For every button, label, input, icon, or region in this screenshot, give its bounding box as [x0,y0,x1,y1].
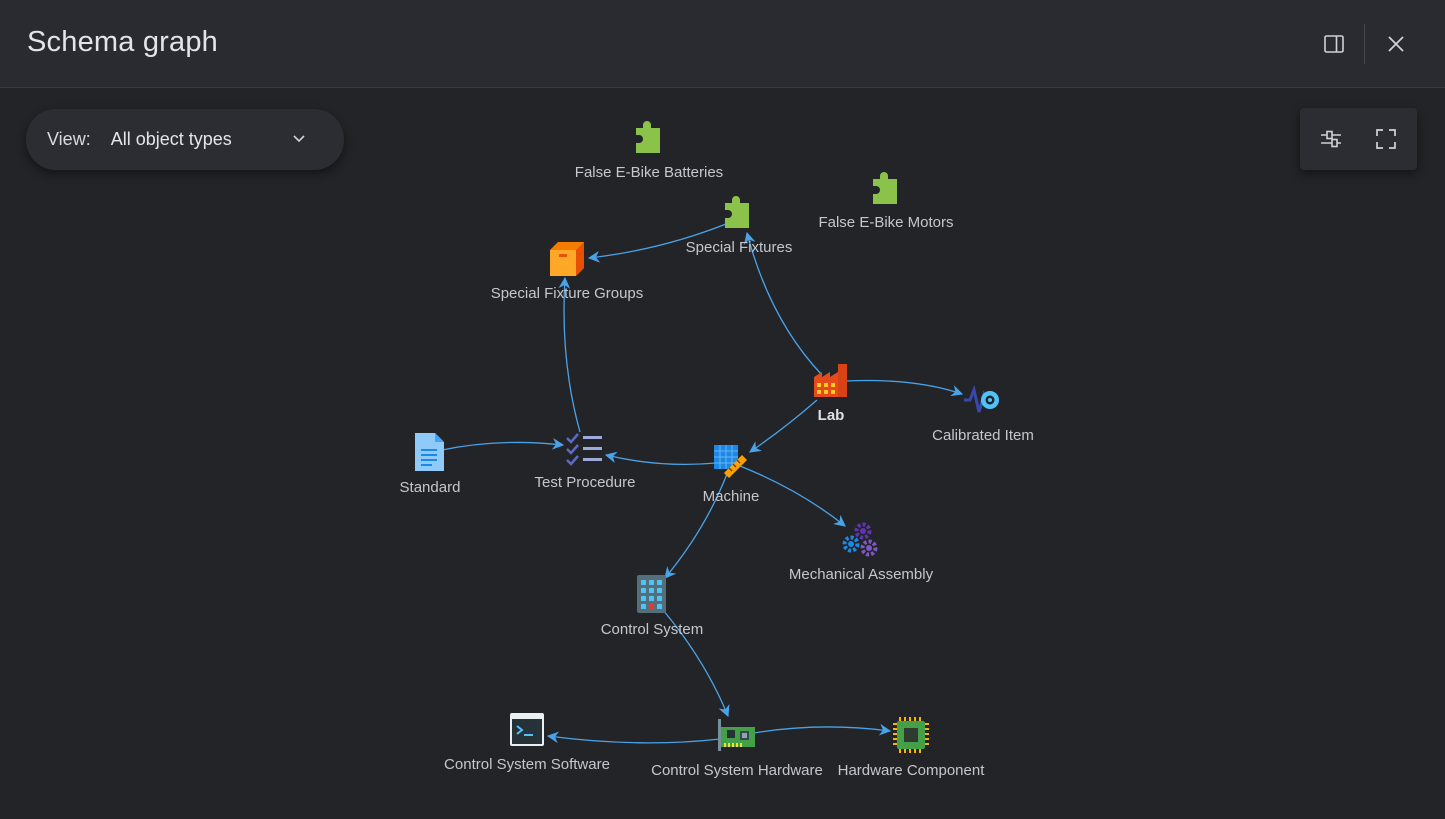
node-false-ebike-motors[interactable]: False E-Bike Motors [818,172,954,231]
edge-lab-to-calibrated-item [845,379,964,397]
factory-icon [814,364,847,397]
calibration-icon [964,384,999,413]
node-label: Lab [818,407,845,424]
edge-hardware-to-software [546,731,721,744]
node-lab[interactable]: Lab [814,364,847,424]
document-icon [415,433,444,471]
node-label: Calibrated Item [932,427,1034,444]
node-label: Standard [400,479,461,496]
node-label: Test Procedure [535,474,636,491]
machine-icon [714,445,747,478]
node-label: Control System [601,621,704,638]
node-special-fixtures[interactable]: Special Fixtures [686,196,793,256]
node-calibrated-item[interactable]: Calibrated Item [932,384,1034,444]
node-label: Control System Hardware [651,762,823,779]
fullscreen-icon [1376,129,1396,149]
side-panel-icon [1324,35,1344,53]
node-control-system-software[interactable]: Control System Software [444,713,610,773]
node-label: Control System Software [444,756,610,773]
view-label: View: [47,129,91,149]
edge-control-system-to-hardware [662,609,730,718]
chip-icon [893,717,929,753]
terminal-icon [510,713,544,746]
edge-machine-to-mechanical-assembly [739,465,846,527]
puzzle-icon [873,172,897,204]
puzzle-icon [725,196,749,228]
node-label: Machine [703,488,760,505]
edge-lab-to-special-fixtures [744,231,823,376]
filter-button[interactable] [1315,123,1347,155]
chevron-down-icon [293,135,305,143]
page-title: Schema graph [27,26,219,58]
node-special-fixture-groups[interactable]: Special Fixture Groups [491,242,644,302]
sliders-icon [1321,130,1341,148]
node-label: False E-Bike Motors [818,214,953,231]
view-selected-value: All object types [110,129,232,149]
node-label: Special Fixtures [686,239,793,256]
node-hardware-component[interactable]: Hardware Component [838,717,986,779]
node-control-system[interactable]: Control System [601,575,704,638]
node-test-procedure[interactable]: Test Procedure [535,433,636,491]
graph-tools [1300,108,1417,170]
puzzle-icon [636,121,660,153]
node-label: Special Fixture Groups [491,285,644,302]
view-dropdown[interactable]: View: All object types [26,109,344,170]
node-machine[interactable]: Machine [703,445,760,505]
building-icon [637,575,666,613]
close-button[interactable] [1380,28,1412,60]
edge-machine-to-control-system [664,473,728,579]
node-standard[interactable]: Standard [400,433,461,496]
node-label: Mechanical Assembly [789,566,934,583]
gears-icon [842,522,878,557]
edge-standard-to-test-procedure [441,438,565,451]
dialog-header: Schema graph [0,0,1445,88]
edge-lab-to-machine [749,399,818,453]
edge-special-fixtures-to-groups [587,223,727,263]
checklist-icon [566,433,602,466]
circuit-board-icon [718,719,755,751]
node-label: False E-Bike Batteries [575,164,723,181]
edge-test-procedure-to-groups [558,276,581,433]
fullscreen-button[interactable] [1370,123,1402,155]
header-divider [1364,24,1365,64]
node-label: Hardware Component [838,762,986,779]
edge-machine-to-test-procedure [604,451,717,466]
close-icon [1388,36,1404,52]
node-control-system-hardware[interactable]: Control System Hardware [651,719,823,779]
box-icon [550,242,584,276]
side-panel-button[interactable] [1318,28,1350,60]
node-false-ebike-batteries[interactable]: False E-Bike Batteries [575,121,723,181]
edge-hardware-to-component [753,723,892,736]
node-mechanical-assembly[interactable]: Mechanical Assembly [789,522,934,584]
